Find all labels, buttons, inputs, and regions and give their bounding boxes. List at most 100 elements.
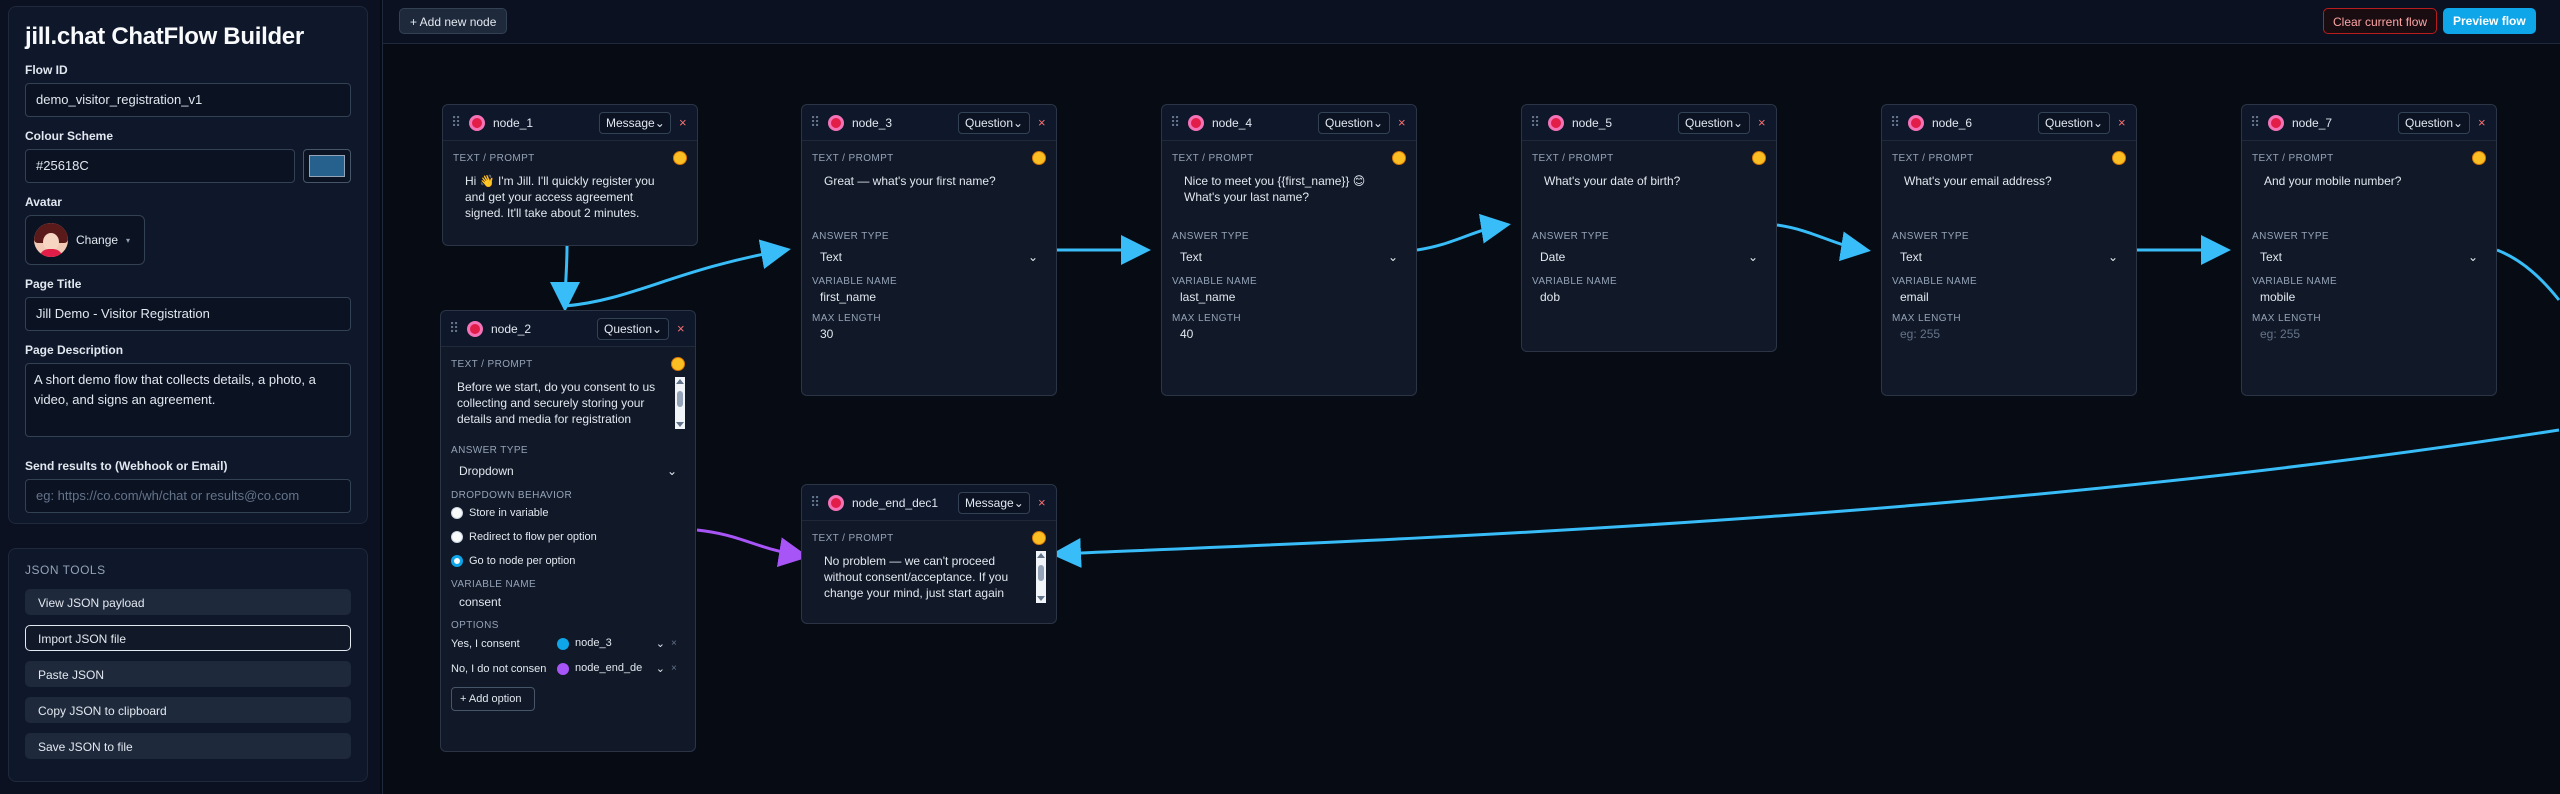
option-color-dot[interactable] xyxy=(557,637,569,650)
emoji-picker-icon[interactable] xyxy=(1032,531,1046,545)
colour-hex-input[interactable]: #25618C xyxy=(25,149,295,183)
avatar-change-button[interactable]: Change ▾ xyxy=(25,215,145,265)
option-target-select[interactable]: node_3⌄ xyxy=(575,637,665,650)
variable-name-input[interactable]: last_name xyxy=(1180,290,1236,304)
save-json-button[interactable]: Save JSON to file xyxy=(25,733,351,759)
variable-name-input[interactable]: consent xyxy=(459,595,502,609)
delete-node-icon[interactable]: × xyxy=(2118,115,2126,130)
send-results-input[interactable]: eg: https://co.com/wh/chat or results@co… xyxy=(25,479,351,513)
add-option-button[interactable]: + Add option xyxy=(451,687,535,711)
emoji-picker-icon[interactable] xyxy=(1392,151,1406,165)
prompt-text[interactable]: Great — what's your first name? xyxy=(824,174,996,188)
node-type-select[interactable]: Message⌄ xyxy=(599,111,671,134)
emoji-picker-icon[interactable] xyxy=(673,151,687,165)
scrollbar[interactable] xyxy=(1036,551,1046,603)
option-color-dot[interactable] xyxy=(557,662,569,675)
node-icon xyxy=(467,320,483,337)
node-card-node6[interactable]: ⠿ node_6 Question⌄ × TEXT / PROMPT What'… xyxy=(1881,104,2137,396)
emoji-picker-icon[interactable] xyxy=(2112,151,2126,165)
answer-type-select[interactable]: Text⌄ xyxy=(820,250,1038,264)
remove-option-icon[interactable]: × xyxy=(671,663,677,674)
drag-handle-icon[interactable]: ⠿ xyxy=(449,320,460,336)
node-icon xyxy=(469,114,485,131)
answer-type-select[interactable]: Dropdown⌄ xyxy=(459,464,677,478)
paste-json-button[interactable]: Paste JSON xyxy=(25,661,351,687)
drag-handle-icon[interactable]: ⠿ xyxy=(810,494,821,510)
variable-name-input[interactable]: dob xyxy=(1540,290,1561,304)
remove-option-icon[interactable]: × xyxy=(671,638,677,649)
prompt-text[interactable]: What's your email address? xyxy=(1904,174,2052,188)
node-type-select[interactable]: Question⌄ xyxy=(2398,111,2470,134)
answer-type-select[interactable]: Text⌄ xyxy=(1180,250,1398,264)
delete-node-icon[interactable]: × xyxy=(1758,115,1766,130)
node-type-select[interactable]: Question⌄ xyxy=(1318,111,1390,134)
import-json-button[interactable]: Import JSON file xyxy=(25,625,351,651)
max-length-input[interactable]: eg: 255 xyxy=(2260,327,2301,341)
drag-handle-icon[interactable]: ⠿ xyxy=(1890,114,1901,130)
drag-handle-icon[interactable]: ⠿ xyxy=(1530,114,1541,130)
node-card-node2[interactable]: ⠿ node_2 Question⌄ × TEXT / PROMPT Befor… xyxy=(440,310,696,752)
emoji-picker-icon[interactable] xyxy=(2472,151,2486,165)
flow-canvas[interactable]: + Add new node Clear current flow Previe… xyxy=(382,0,2560,794)
clear-flow-button[interactable]: Clear current flow xyxy=(2323,8,2438,34)
max-length-input[interactable]: 30 xyxy=(820,327,834,341)
drag-handle-icon[interactable]: ⠿ xyxy=(2250,114,2261,130)
prompt-text[interactable]: No problem — we can't proceed without co… xyxy=(824,554,1009,600)
delete-node-icon[interactable]: × xyxy=(677,321,685,336)
node-icon xyxy=(1548,114,1564,131)
text-prompt-label: TEXT / PROMPT xyxy=(1172,152,1254,164)
node-card-node5[interactable]: ⠿ node_5 Question⌄ × TEXT / PROMPT What'… xyxy=(1521,104,1777,352)
option-label-input[interactable]: No, I do not consen xyxy=(451,662,547,675)
add-node-button[interactable]: + Add new node xyxy=(399,8,508,34)
emoji-picker-icon[interactable] xyxy=(1752,151,1766,165)
prompt-text[interactable]: What's your date of birth? xyxy=(1544,174,1681,188)
variable-name-input[interactable]: email xyxy=(1900,290,1929,304)
node-card-node3[interactable]: ⠿ node_3 Question⌄ × TEXT / PROMPT Great… xyxy=(801,104,1057,396)
node-type-select[interactable]: Question⌄ xyxy=(1678,111,1750,134)
node-id: node_3 xyxy=(852,115,893,130)
max-length-input[interactable]: eg: 255 xyxy=(1900,327,1941,341)
variable-name-input[interactable]: mobile xyxy=(2260,290,2296,304)
emoji-picker-icon[interactable] xyxy=(671,357,685,371)
delete-node-icon[interactable]: × xyxy=(1038,495,1046,510)
scrollbar[interactable] xyxy=(675,377,685,429)
drag-handle-icon[interactable]: ⠿ xyxy=(810,114,821,130)
prompt-text[interactable]: And your mobile number? xyxy=(2264,174,2402,188)
node-type-select[interactable]: Question⌄ xyxy=(597,317,669,340)
variable-name-input[interactable]: first_name xyxy=(820,290,877,304)
page-description-textarea[interactable]: A short demo flow that collects details,… xyxy=(25,363,351,437)
answer-type-select[interactable]: Text⌄ xyxy=(2260,250,2478,264)
answer-type-select[interactable]: Text⌄ xyxy=(1900,250,2118,264)
delete-node-icon[interactable]: × xyxy=(1398,115,1406,130)
radio-redirect-flow[interactable]: Redirect to flow per option xyxy=(451,525,685,549)
option-target-select[interactable]: node_end_de⌄ xyxy=(575,662,665,675)
drag-handle-icon[interactable]: ⠿ xyxy=(451,114,462,130)
prompt-text[interactable]: Hi 👋 I'm Jill. I'll quickly register you… xyxy=(465,174,655,220)
flow-id-input[interactable]: demo_visitor_registration_v1 xyxy=(25,83,351,117)
view-json-button[interactable]: View JSON payload xyxy=(25,589,351,615)
node-type-select[interactable]: Message⌄ xyxy=(958,491,1030,514)
radio-store-variable[interactable]: Store in variable xyxy=(451,501,685,525)
prompt-text[interactable]: Before we start, do you consent to us co… xyxy=(457,380,656,426)
colour-picker[interactable] xyxy=(303,149,351,183)
option-label-input[interactable]: Yes, I consent xyxy=(451,637,520,650)
max-length-input[interactable]: 40 xyxy=(1180,327,1194,341)
copy-json-button[interactable]: Copy JSON to clipboard xyxy=(25,697,351,723)
answer-type-select[interactable]: Date⌄ xyxy=(1540,250,1758,264)
sidebar: jill.chat ChatFlow Builder Flow ID demo_… xyxy=(0,0,380,794)
page-title-input[interactable]: Jill Demo - Visitor Registration xyxy=(25,297,351,331)
node-card-node1[interactable]: ⠿ node_1 Message⌄ × TEXT / PROMPT Hi 👋 I… xyxy=(442,104,698,246)
preview-flow-button[interactable]: Preview flow xyxy=(2443,8,2536,34)
prompt-text[interactable]: Nice to meet you {{first_name}} 😊 What's… xyxy=(1184,174,1366,204)
node-card-node4[interactable]: ⠿ node_4 Question⌄ × TEXT / PROMPT Nice … xyxy=(1161,104,1417,396)
radio-go-to-node[interactable]: Go to node per option xyxy=(451,549,685,573)
emoji-picker-icon[interactable] xyxy=(1032,151,1046,165)
delete-node-icon[interactable]: × xyxy=(2478,115,2486,130)
delete-node-icon[interactable]: × xyxy=(1038,115,1046,130)
drag-handle-icon[interactable]: ⠿ xyxy=(1170,114,1181,130)
node-type-select[interactable]: Question⌄ xyxy=(958,111,1030,134)
delete-node-icon[interactable]: × xyxy=(679,115,687,130)
node-type-select[interactable]: Question⌄ xyxy=(2038,111,2110,134)
node-card-node7[interactable]: ⠿ node_7 Question⌄ × TEXT / PROMPT And y… xyxy=(2241,104,2497,396)
node-card-node-end-dec1[interactable]: ⠿ node_end_dec1 Message⌄ × TEXT / PROMPT… xyxy=(801,484,1057,624)
